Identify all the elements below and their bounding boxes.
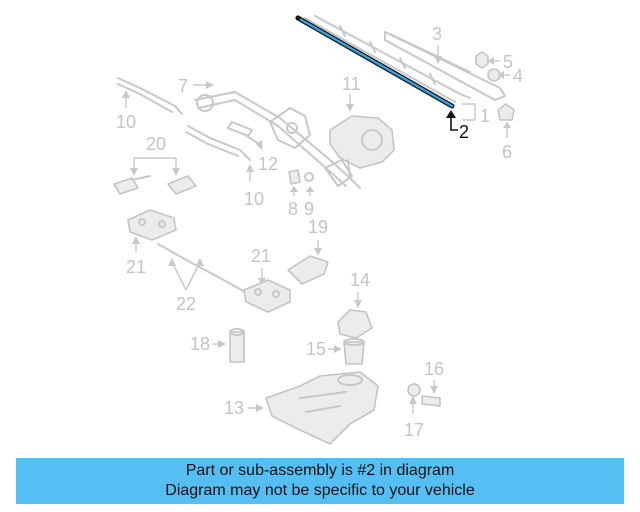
callout-19-label: 19 xyxy=(308,217,328,237)
callout-6-label: 6 xyxy=(502,142,512,162)
callout-9-label: 9 xyxy=(304,199,314,219)
callout-12-label: 12 xyxy=(258,154,278,174)
sensor-part-16: 16 xyxy=(421,359,444,407)
hose-part-22: 22 xyxy=(157,243,246,314)
callout-16-label: 16 xyxy=(424,359,444,379)
callout-2-label: 2 xyxy=(459,122,469,142)
callout-14-label: 14 xyxy=(350,270,370,290)
callout-3-label: 3 xyxy=(432,24,442,44)
washer-pump-part-18: 18 xyxy=(190,328,245,363)
wiper-linkage-part-7: 7 xyxy=(178,76,353,187)
bushing-part-8: 8 xyxy=(288,169,301,219)
callout-11-label: 11 xyxy=(342,74,361,94)
callout-2: 2 xyxy=(446,110,469,142)
footer-note-bar: Part or sub-assembly is #2 in diagram Di… xyxy=(16,458,624,504)
nozzle-bracket-part-21-left: 21 xyxy=(126,209,177,277)
footer-line-part-note: Part or sub-assembly is #2 in diagram xyxy=(185,462,455,479)
nozzle-group-part-20: 20 xyxy=(113,134,197,195)
callout-20-label: 20 xyxy=(146,134,166,154)
nozzle-bracket-part-21-right: 21 xyxy=(243,246,291,313)
callout-10a-label: 10 xyxy=(116,112,136,132)
cap-part-6: 6 xyxy=(497,103,515,162)
callout-10b-label: 10 xyxy=(244,189,264,209)
filter-part-15: 15 xyxy=(306,338,365,365)
callout-15-label: 15 xyxy=(306,339,326,359)
reservoir-part-13: 13 xyxy=(224,371,379,445)
callout-1: 1 xyxy=(462,103,490,126)
callout-17-label: 17 xyxy=(404,420,424,440)
callout-21b-label: 21 xyxy=(251,246,271,266)
wiper-motor-part-11: 11 xyxy=(329,74,395,189)
grommet-part-17: 17 xyxy=(404,383,424,440)
washer-part-9: 9 xyxy=(304,172,314,219)
parts-diagram: 2 1 3 5 4 6 7 xyxy=(113,15,523,445)
callout-8-label: 8 xyxy=(288,199,298,219)
nut-part-5: 5 xyxy=(475,51,513,72)
callout-5-label: 5 xyxy=(503,52,513,72)
footer-line-disclaimer: Diagram may not be specific to your vehi… xyxy=(165,482,475,499)
callout-7-label: 7 xyxy=(178,76,188,96)
callout-1-label: 1 xyxy=(480,106,490,126)
callout-21a-label: 21 xyxy=(126,257,146,277)
callout-3: 3 xyxy=(432,24,442,64)
pivot-arm-part-10-lower: 10 xyxy=(185,125,264,209)
wiper-arm-assembly xyxy=(304,15,506,103)
washer-part-4: 4 xyxy=(487,66,523,86)
nozzle-part-19: 19 xyxy=(287,217,329,285)
seal-part-14: 14 xyxy=(337,270,373,339)
callout-18-label: 18 xyxy=(190,334,210,354)
callout-13-label: 13 xyxy=(224,398,244,418)
callout-4-label: 4 xyxy=(513,66,523,86)
callout-22-label: 22 xyxy=(176,294,196,314)
pivot-arm-part-10-upper: 10 xyxy=(116,77,183,132)
highlighted-part-2[interactable] xyxy=(295,15,455,109)
bracket-part-12: 12 xyxy=(227,121,278,174)
